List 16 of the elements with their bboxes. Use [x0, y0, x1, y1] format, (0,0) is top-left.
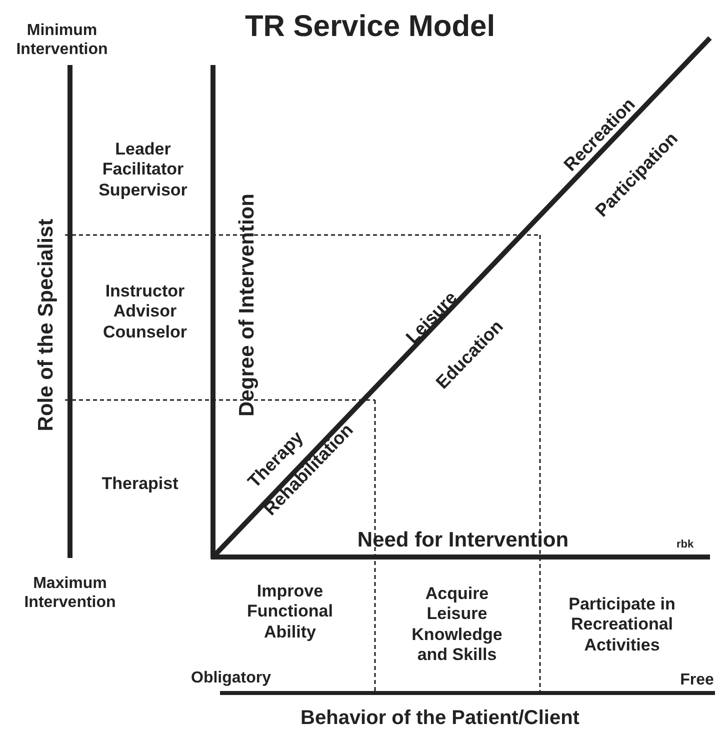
- stage-label: Improve Functional Ability: [246, 581, 334, 643]
- scale-label: Free: [680, 670, 714, 690]
- stage-label: Participate in Recreational Activities: [568, 594, 676, 656]
- scale-label: Obligatory: [191, 668, 271, 688]
- role-label: Leader Facilitator Supervisor: [98, 139, 188, 201]
- scale-label: Minimum Intervention: [15, 20, 109, 60]
- axis-title: Behavior of the Patient/Client: [300, 706, 580, 730]
- axis-title: Role of the Specialist: [33, 218, 58, 432]
- diagram-title: TR Service Model: [244, 9, 496, 45]
- role-label: Instructor Advisor Counselor: [102, 281, 188, 343]
- axis-title: Need for Intervention: [357, 527, 569, 553]
- credit-text: rbk: [676, 538, 694, 552]
- axis-title: Degree of Intervention: [234, 194, 260, 416]
- stage-label: Acquire Leisure Knowledge and Skills: [410, 584, 504, 666]
- scale-label: Maximum Intervention: [23, 574, 117, 612]
- role-label: Therapist: [102, 474, 178, 494]
